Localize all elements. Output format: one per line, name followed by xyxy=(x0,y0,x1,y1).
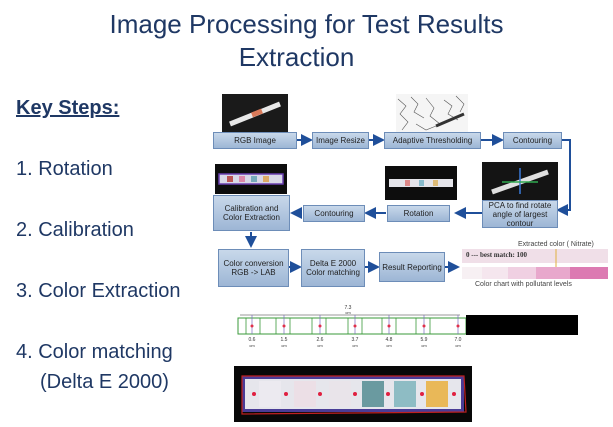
ruler-tick-label: 5.9 xyxy=(420,337,428,343)
box-pca: PCA to find rotate angle of largest cont… xyxy=(482,200,558,228)
ruler-tick-label: 0.6 xyxy=(248,337,256,343)
title-line-2: Extraction xyxy=(238,42,355,72)
ruler-point xyxy=(456,324,460,328)
box-calibration-extraction: Calibration and Color Extraction xyxy=(213,195,290,231)
box-image-resize: Image Resize xyxy=(312,132,369,149)
ruler-total: 7.3 xyxy=(344,305,352,311)
color-chart xyxy=(462,249,608,279)
strip-pad xyxy=(426,381,448,407)
ruler-tick-unit: cm xyxy=(421,343,427,348)
ruler-point xyxy=(282,324,286,328)
extracted-color-label: Extracted color ( Nitrate) xyxy=(518,241,594,248)
strip-pad xyxy=(294,381,316,407)
key-steps-heading: Key Steps: xyxy=(16,97,120,119)
ruler-point xyxy=(250,324,254,328)
ruler-tick-label: 4.8 xyxy=(385,337,393,343)
chart-swatch-4 xyxy=(536,267,570,279)
title-line-1: Image Processing for Test Results xyxy=(109,9,504,39)
ruler-point xyxy=(353,324,357,328)
strip-pad xyxy=(394,381,416,407)
step-delta-e: (Delta E 2000) xyxy=(40,371,169,393)
chart-swatch-5 xyxy=(570,267,608,279)
box-result-reporting: Result Reporting xyxy=(379,252,445,282)
rotation-thumbnail xyxy=(385,166,457,200)
box-color-conversion: Color conversion RGB -> LAB xyxy=(218,249,289,287)
chart-swatch-1 xyxy=(462,267,482,279)
box-contouring-top: Contouring xyxy=(503,132,562,149)
ruler-tick-label: 3.7 xyxy=(351,337,359,343)
strip-pad xyxy=(362,381,384,407)
arrow-contour-to-pca xyxy=(556,139,571,216)
ruler-tick-label: 7.0 xyxy=(454,337,462,343)
ruler-tick-label: 1.5 xyxy=(280,337,288,343)
box-rotation: Rotation xyxy=(387,205,450,222)
chart-swatch-3 xyxy=(508,267,536,279)
strip-pad xyxy=(259,381,281,407)
best-match-bar xyxy=(462,249,608,263)
ruler-point xyxy=(422,324,426,328)
ruler-tick-unit: cm xyxy=(249,343,255,348)
ruler-black-bar xyxy=(466,315,578,335)
ruler-tick-unit: cm xyxy=(281,343,287,348)
ruler-tick-unit: cm xyxy=(455,343,461,348)
ruler-tick-label: 2.6 xyxy=(316,337,324,343)
step-color-matching: 4. Color matching xyxy=(16,341,173,363)
calibration-thumbnail xyxy=(215,164,287,194)
pca-thumbnail xyxy=(482,162,558,200)
step-rotation: 1. Rotation xyxy=(16,158,113,180)
step-color-extraction: 3. Color Extraction xyxy=(16,280,181,302)
box-contouring-mid: Contouring xyxy=(303,205,365,222)
color-chart-label: Color chart with pollutant levels xyxy=(475,281,572,288)
ruler-tick-unit: cm xyxy=(317,343,323,348)
ruler-point xyxy=(387,324,391,328)
box-delta-e: Delta E 2000 Color matching xyxy=(301,249,365,287)
best-match-label: 0 --- best match: 100 xyxy=(466,251,528,259)
strip-pad xyxy=(329,381,351,407)
ruler-point xyxy=(318,324,322,328)
ruler-tick-unit: cm xyxy=(352,343,358,348)
box-rgb-image: RGB Image xyxy=(213,132,297,149)
threshold-thumbnail xyxy=(396,94,468,132)
ruler-tick-unit: cm xyxy=(386,343,392,348)
ruler-strip xyxy=(237,314,578,335)
box-adaptive-thresholding: Adaptive Thresholding xyxy=(384,132,481,149)
rgb-image-thumbnail xyxy=(222,94,288,132)
test-strip-image xyxy=(234,366,472,422)
step-calibration: 2. Calibration xyxy=(16,219,134,241)
ruler-total-unit: cm xyxy=(345,310,351,315)
chart-swatch-2 xyxy=(482,267,508,279)
